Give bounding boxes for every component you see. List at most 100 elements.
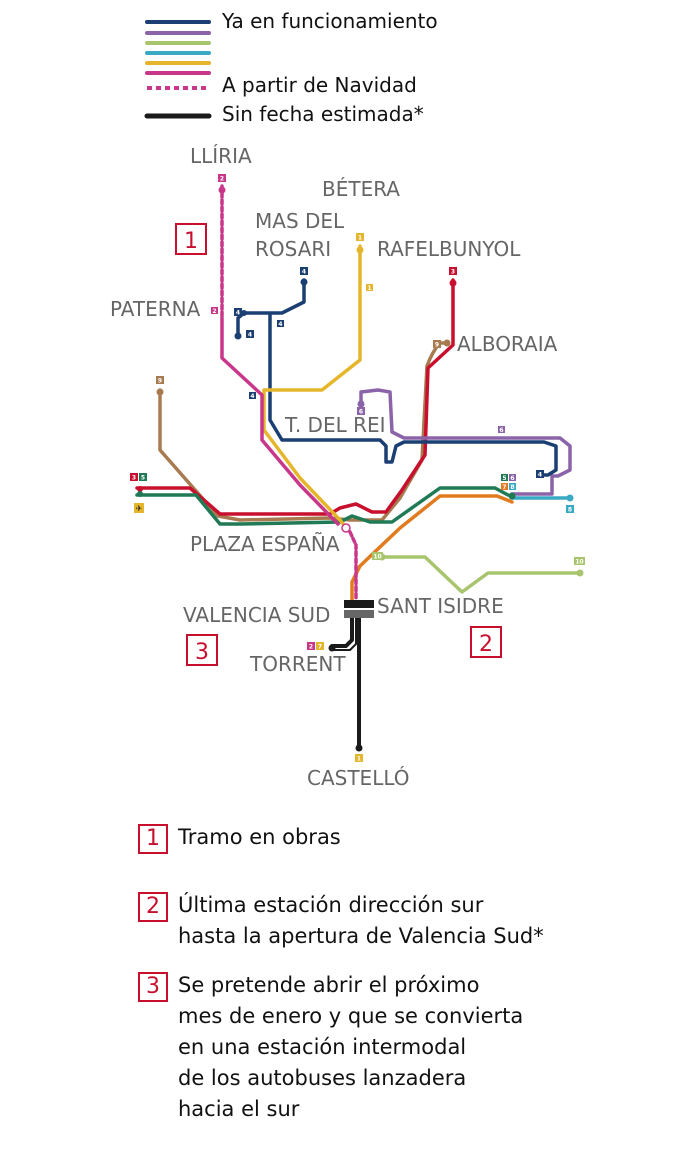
svg-text:6: 6	[359, 409, 363, 416]
legend: Ya en funcionamiento A partir de Navidad…	[144, 9, 438, 126]
note-1-text: Tramo en obras	[178, 825, 341, 849]
badge-l3-airport: 3	[130, 473, 138, 482]
svg-text:6: 6	[510, 475, 514, 482]
line-3	[135, 278, 455, 516]
dot-alboraia	[443, 339, 451, 347]
svg-text:9: 9	[435, 342, 439, 349]
dot-t-del-rei	[357, 400, 365, 408]
badge-l2-paterna: 2	[211, 307, 218, 315]
svg-text:4: 4	[250, 393, 254, 400]
svg-text:1: 1	[367, 285, 371, 292]
line-no-date-torrent-2	[331, 611, 357, 651]
svg-text:4: 4	[236, 310, 240, 317]
line-4	[236, 278, 558, 477]
badge-l8-end: 8	[566, 505, 574, 514]
station-dots	[137, 186, 584, 752]
svg-text:3: 3	[195, 640, 209, 665]
note-2-text: Última estación dirección sur hasta la a…	[178, 893, 544, 948]
svg-text:8: 8	[568, 507, 572, 514]
station-lliria: LLÍRIA	[190, 144, 252, 168]
badge-l4-c: 4	[277, 320, 284, 328]
note-3-text: Se pretende abrir el próximo mes de ener…	[178, 973, 524, 1121]
svg-text:6: 6	[499, 427, 503, 434]
svg-text:2: 2	[479, 632, 493, 657]
svg-text:4: 4	[538, 472, 542, 479]
svg-text:3: 3	[132, 475, 136, 482]
dot-l5-end	[508, 492, 516, 500]
legend-operating-label: Ya en funcionamiento	[221, 9, 438, 33]
line-10	[380, 555, 582, 594]
dot-l8-end	[566, 494, 574, 502]
airport-icon: ✈	[134, 503, 144, 513]
callout-1: 1	[175, 223, 207, 255]
legend-christmas-label: A partir de Navidad	[222, 73, 417, 97]
note-2: 2 Última estación dirección sur hasta la…	[138, 890, 678, 952]
dot-torrent	[328, 644, 336, 652]
badge-l7-torrent: 7	[316, 642, 324, 651]
station-alboraia: ALBORAIA	[457, 332, 558, 356]
dot-l10-end	[576, 569, 584, 577]
svg-text:1: 1	[357, 756, 361, 763]
callout-2: 2	[470, 626, 502, 658]
badge-l4-d: 4	[249, 392, 256, 400]
dot-airport-l3	[137, 486, 143, 492]
badge-l10-start: 10	[372, 552, 383, 561]
line-7	[350, 494, 514, 602]
svg-text:3: 3	[451, 269, 455, 276]
badge-l4-rosari: 4	[300, 267, 308, 276]
dot-l9-end	[156, 388, 164, 396]
svg-text:7: 7	[502, 484, 506, 491]
station-paterna: PATERNA	[110, 297, 201, 321]
badge-l7-east: 7	[501, 483, 508, 491]
station-plaza-espana: PLAZA ESPAÑA	[190, 532, 340, 556]
svg-text:9: 9	[158, 378, 162, 385]
valencia-sud-platform-bottom	[344, 610, 374, 618]
badge-l4-east: 4	[536, 470, 544, 479]
badge-l9-alboraia: 9	[433, 340, 441, 349]
dot-plaza-espana	[341, 523, 351, 533]
svg-text:10: 10	[373, 554, 381, 561]
svg-text:4: 4	[302, 269, 306, 276]
badge-l5-airport: 5	[139, 473, 147, 482]
note-1-number: 1	[138, 824, 168, 854]
line-2-christmas-south	[348, 530, 358, 602]
lines	[135, 184, 582, 750]
station-castello: CASTELLÓ	[307, 766, 410, 790]
badge-l4-a: 4	[234, 308, 242, 317]
legend-no-date-label: Sin fecha estimada*	[222, 102, 424, 126]
badge-l1-castello: 1	[355, 754, 363, 763]
badge-l10-end: 10	[574, 557, 585, 566]
line-1	[262, 244, 362, 532]
dot-l4-junction	[241, 310, 247, 316]
line-2	[220, 316, 340, 526]
line-6	[359, 388, 572, 496]
line-no-date-torrent	[330, 610, 354, 648]
dot-mas-del-rosari	[300, 278, 308, 286]
badge-l9-end: 9	[156, 376, 164, 385]
svg-text:✈: ✈	[136, 504, 143, 513]
footnotes: 1 Tramo en obras 2 Última estación direc…	[138, 822, 678, 1143]
svg-text:7: 7	[318, 644, 322, 651]
station-rafelbunyol: RAFELBUNYOL	[377, 237, 521, 261]
dot-rafelbunyol	[449, 279, 457, 287]
badge-l6-mid: 6	[498, 426, 505, 434]
svg-text:4: 4	[248, 332, 252, 339]
station-torrent: TORRENT	[249, 652, 346, 676]
badge-l3-rafelbunyol: 3	[449, 267, 457, 276]
dot-lliria	[218, 186, 226, 194]
badge-l1-mid: 1	[366, 284, 373, 292]
badge-l1-betera: 1	[356, 233, 364, 242]
metro-map: Ya en funcionamiento A partir de Navidad…	[110, 9, 585, 790]
dot-castello	[355, 744, 363, 752]
badge-l8-east: 8	[509, 483, 516, 491]
note-2-number: 2	[138, 892, 168, 922]
dot-betera	[356, 246, 364, 254]
svg-text:1: 1	[184, 229, 198, 254]
badge-l4-b: 4	[246, 330, 254, 339]
svg-text:2: 2	[212, 308, 216, 315]
station-betera: BÉTERA	[322, 177, 400, 201]
svg-text:5: 5	[141, 475, 145, 482]
dot-l4-end	[234, 332, 242, 340]
note-1: 1 Tramo en obras	[138, 822, 678, 854]
badge-l6-trei: 6	[357, 407, 365, 416]
